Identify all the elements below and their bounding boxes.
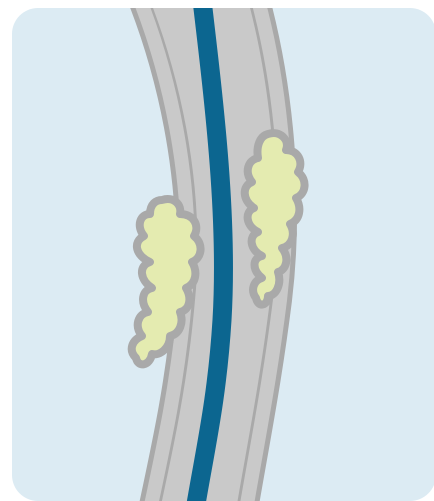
artery-plaque-illustration (0, 0, 434, 501)
illustration-canvas (0, 0, 434, 501)
